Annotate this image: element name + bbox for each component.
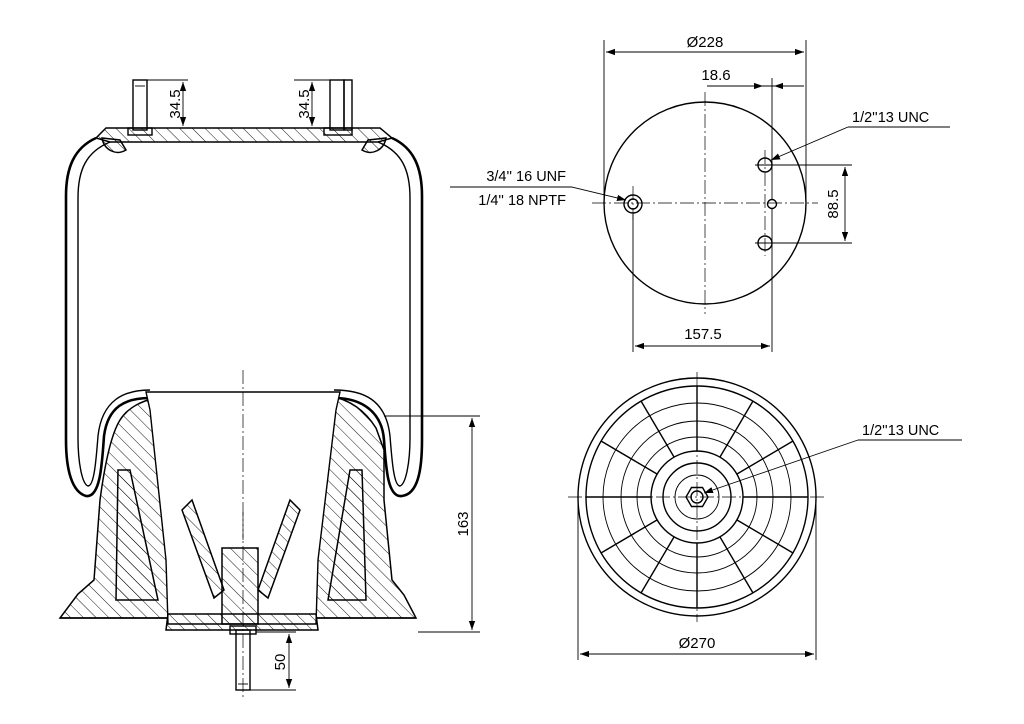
bottom-view: Ø270 1/2''13 UNC (568, 372, 962, 660)
dim-stud-offset: 18.6 (701, 67, 730, 84)
dim-top-diameter: Ø228 (687, 34, 724, 51)
dim-bottom-stud-length: 50 (272, 654, 289, 671)
stud-hole-middle (766, 198, 778, 210)
callout-top-stud-thread: 1/2''13 UNC (852, 110, 929, 126)
dim-stud-height-left: 34.5 (167, 89, 184, 118)
callout-air-inlet-line1: 3/4'' 16 UNF (486, 169, 566, 185)
dim-stud-span: 157.5 (684, 326, 722, 343)
dim-stud-height-right: 34.5 (296, 89, 313, 118)
top-view: Ø228 18.6 88.5 157.5 1/2''13 UNC 3/4'' 1… (450, 34, 950, 352)
dim-bottom-diameter: Ø270 (679, 635, 716, 652)
top-left-stud (127, 79, 153, 136)
dim-stud-spacing: 88.5 (825, 189, 842, 218)
dim-piston-height: 163 (455, 511, 472, 536)
side-section-view: 34.5 34.5 163 50 (58, 79, 480, 700)
bead-ring-left (101, 137, 128, 154)
callout-air-inlet-line2: 1/4'' 18 NPTF (478, 193, 566, 209)
bellows-inner (77, 141, 151, 487)
top-right-stud (323, 79, 353, 136)
callout-bottom-stud-thread: 1/2''13 UNC (862, 423, 939, 439)
bead-ring-right (360, 137, 387, 154)
central-boss (221, 547, 259, 625)
